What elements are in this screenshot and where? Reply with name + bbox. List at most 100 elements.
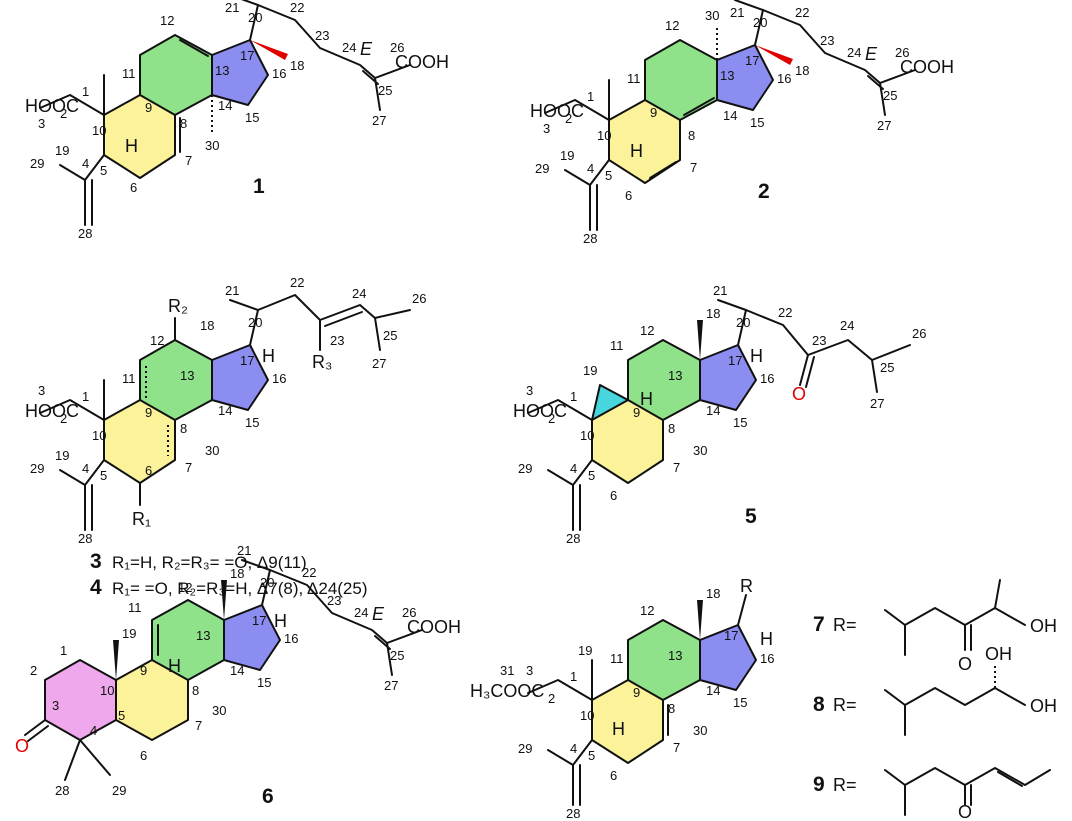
atom-num: 1 bbox=[570, 389, 577, 404]
atom-num: 24 bbox=[840, 318, 854, 333]
atom-num: 6 bbox=[610, 488, 617, 503]
atom-num: 10 bbox=[597, 128, 611, 143]
atom-num: 10 bbox=[92, 123, 106, 138]
atom-num: 13 bbox=[720, 68, 734, 83]
atom-num: 12 bbox=[640, 323, 654, 338]
atom-num: 2 bbox=[548, 691, 555, 706]
atom-num: 8 bbox=[668, 421, 675, 436]
atom-num: 1 bbox=[82, 389, 89, 404]
atom-num: 16 bbox=[760, 651, 774, 666]
atom-num: 11 bbox=[610, 338, 624, 353]
atom-num: 28 bbox=[566, 531, 580, 546]
atom-num: 13 bbox=[668, 368, 682, 383]
compound-5: HOOC H H O 1 2 3 4 5 6 7 8 9 10 11 12 13… bbox=[513, 283, 926, 546]
group-hooc: HOOC bbox=[25, 96, 79, 116]
group-hooc: HOOC bbox=[530, 101, 584, 121]
atom-num: 27 bbox=[870, 396, 884, 411]
ring-d-fill bbox=[224, 605, 280, 670]
atom-num: 25 bbox=[883, 88, 897, 103]
atom-num: 30 bbox=[705, 8, 719, 23]
atom-num: 14 bbox=[230, 663, 244, 678]
atom-num: 17 bbox=[240, 48, 254, 63]
atom-num: 12 bbox=[665, 18, 679, 33]
ring-c-fill bbox=[628, 340, 700, 420]
compound-label: 5 bbox=[745, 505, 757, 528]
atom-num: 5 bbox=[588, 748, 595, 763]
atom-num: 13 bbox=[215, 63, 229, 78]
atom-num: 3 bbox=[38, 116, 45, 131]
compound-label-4: 4 bbox=[90, 576, 102, 599]
atom-num: 11 bbox=[627, 71, 641, 86]
atom-num: 2 bbox=[30, 663, 37, 678]
atom-num: 19 bbox=[560, 148, 574, 163]
hydroxyl: OH bbox=[985, 644, 1012, 664]
ring-a-fill bbox=[45, 660, 116, 740]
compound-3-4: HOOC H R₁ R₂ R₃ 1 2 3 4 5 6 7 8 9 10 11 … bbox=[25, 275, 426, 599]
atom-h: H bbox=[760, 629, 773, 649]
atom-num: 18 bbox=[230, 566, 244, 581]
atom-num: 24 bbox=[847, 45, 861, 60]
atom-num: 23 bbox=[330, 333, 344, 348]
ring-a-fill bbox=[104, 95, 175, 178]
atom-h: H bbox=[750, 346, 763, 366]
atom-num: 24 bbox=[342, 40, 356, 55]
group-hooc: HOOC bbox=[513, 401, 567, 421]
atom-num: 6 bbox=[625, 188, 632, 203]
atom-num: 30 bbox=[212, 703, 226, 718]
atom-num: 5 bbox=[588, 468, 595, 483]
atom-num: 28 bbox=[566, 806, 580, 821]
atom-num: 6 bbox=[140, 748, 147, 763]
ring-a-fill bbox=[592, 400, 663, 483]
atom-num: 5 bbox=[118, 708, 125, 723]
atom-num: 19 bbox=[583, 363, 597, 378]
atom-num: 30 bbox=[693, 443, 707, 458]
compound-6: O H H COOH E 1 2 3 4 5 6 7 8 9 10 11 12 … bbox=[15, 543, 461, 808]
atom-num: 4 bbox=[82, 156, 89, 171]
compound-label: 1 bbox=[253, 175, 265, 198]
atom-num: 23 bbox=[820, 33, 834, 48]
atom-num: 26 bbox=[412, 291, 426, 306]
atom-num: 1 bbox=[82, 84, 89, 99]
atom-num: 15 bbox=[257, 675, 271, 690]
r-prefix: R= bbox=[833, 775, 857, 795]
atom-num: 15 bbox=[245, 110, 259, 125]
atom-num: 28 bbox=[583, 231, 597, 246]
atom-num: 10 bbox=[580, 428, 594, 443]
atom-num: 29 bbox=[518, 461, 532, 476]
atom-num: 3 bbox=[52, 698, 59, 713]
group-r2: R₂ bbox=[168, 296, 188, 316]
atom-num: 7 bbox=[673, 740, 680, 755]
atom-num: 18 bbox=[200, 318, 214, 333]
compound-label: 8 bbox=[813, 693, 825, 716]
atom-num: 21 bbox=[225, 0, 239, 15]
atom-num: 9 bbox=[633, 405, 640, 420]
atom-h: H bbox=[274, 611, 287, 631]
ring-b-fill bbox=[116, 660, 188, 740]
atom-h: H bbox=[168, 656, 181, 676]
ketone-oxygen: O bbox=[958, 654, 972, 674]
side-chain-9: 9 R= O bbox=[813, 767, 1051, 821]
atom-num: 14 bbox=[218, 98, 232, 113]
atom-num: 7 bbox=[185, 153, 192, 168]
atom-num: 15 bbox=[733, 415, 747, 430]
atom-num: 28 bbox=[55, 783, 69, 798]
atom-num: 19 bbox=[122, 626, 136, 641]
side-chain-7: 7 R= O OH bbox=[813, 579, 1057, 674]
atom-num: 9 bbox=[145, 100, 152, 115]
atom-num: 29 bbox=[112, 783, 126, 798]
methyl-18-wedge bbox=[221, 580, 227, 620]
atom-num: 26 bbox=[402, 605, 416, 620]
atom-num: 10 bbox=[100, 683, 114, 698]
atom-num: 25 bbox=[383, 328, 397, 343]
atom-num: 18 bbox=[706, 306, 720, 321]
atom-num: 5 bbox=[605, 168, 612, 183]
atom-num: 20 bbox=[260, 575, 274, 590]
atom-num: 27 bbox=[877, 118, 891, 133]
atom-num: 22 bbox=[290, 0, 304, 15]
atom-num: 7 bbox=[195, 718, 202, 733]
atom-num: 19 bbox=[578, 643, 592, 658]
atom-num: 15 bbox=[245, 415, 259, 430]
atom-num: 29 bbox=[535, 161, 549, 176]
stereo-e: E bbox=[360, 39, 373, 59]
